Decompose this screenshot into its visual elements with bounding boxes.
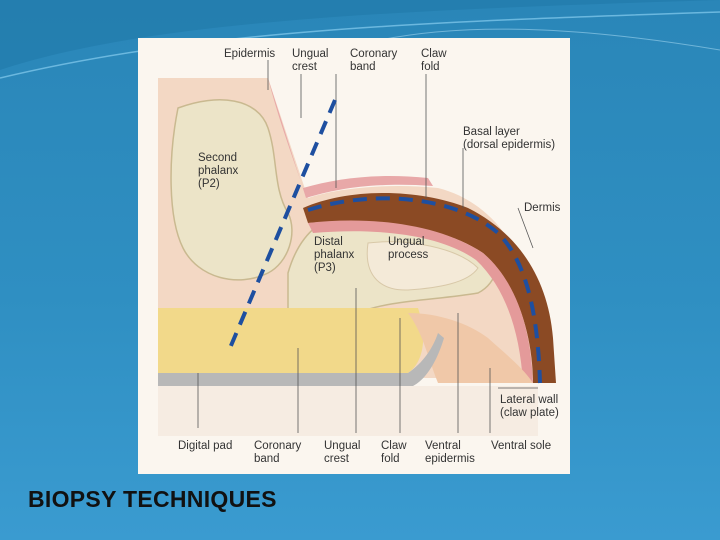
- label-ventral-epidermis: Ventral epidermis: [425, 440, 475, 465]
- label-lateral-wall: Lateral wall (claw plate): [500, 394, 559, 419]
- label-distal-phalanx: Distal phalanx (P3): [314, 236, 355, 274]
- claw-anatomy-diagram: Epidermis Ungual crest Coronary band Cla…: [138, 38, 570, 474]
- label-dermis: Dermis: [524, 202, 561, 214]
- slide-title: BIOPSY TECHNIQUES: [28, 486, 277, 512]
- label-claw-fold-bottom: Claw fold: [381, 440, 407, 465]
- label-coronary-band-top: Coronary band: [350, 48, 398, 73]
- decorative-swoosh: [0, 0, 720, 79]
- label-ungual-process: Ungual process: [388, 236, 429, 261]
- label-claw-fold-top: Claw fold: [421, 48, 447, 73]
- label-ungual-crest-top: Ungual crest: [292, 48, 329, 73]
- label-coronary-band-bottom: Coronary band: [254, 440, 302, 465]
- label-epidermis: Epidermis: [224, 48, 276, 60]
- label-ventral-sole: Ventral sole: [491, 440, 552, 452]
- label-digital-pad: Digital pad: [178, 440, 233, 452]
- claw-illustration: [158, 60, 556, 436]
- label-basal-layer: Basal layer (dorsal epidermis): [463, 126, 556, 151]
- label-second-phalanx: Second phalanx (P2): [198, 152, 239, 190]
- label-ungual-crest-bottom: Ungual crest: [324, 440, 361, 465]
